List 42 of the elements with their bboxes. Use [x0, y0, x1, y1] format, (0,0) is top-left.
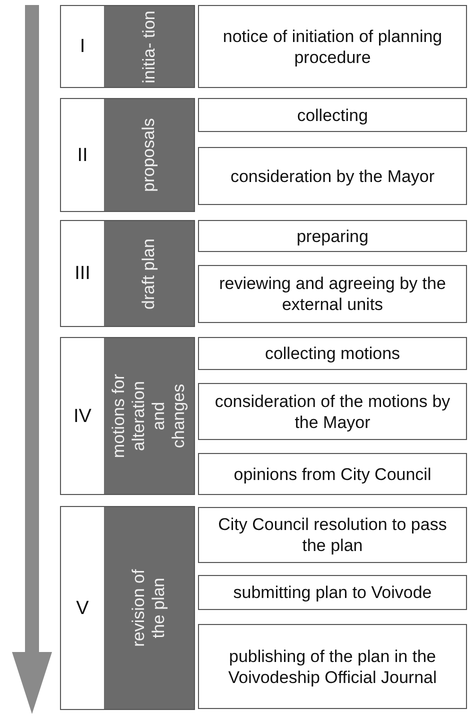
step-text: publishing of the plan in the Voivodeship Official Journal	[227, 646, 438, 688]
stage-box	[60, 220, 195, 327]
stage-name: draft plan	[139, 237, 159, 311]
stage-number: I	[78, 36, 86, 57]
stage-name: initia- tion	[139, 10, 159, 83]
stage-box	[60, 337, 195, 495]
step-text: consideration of the motions by the Mayor	[214, 390, 452, 432]
stage-number: V	[75, 598, 90, 618]
step-box	[198, 147, 467, 205]
stage-name-band	[104, 6, 194, 87]
stage-name-band	[104, 338, 194, 494]
step-box	[198, 507, 467, 563]
stage-name-band	[104, 99, 194, 211]
stage-name-band	[104, 221, 194, 326]
step-box	[198, 98, 467, 132]
stage-name: revision of the plan	[129, 568, 169, 649]
step-text: collecting motions	[264, 343, 402, 364]
stage-name: proposals	[139, 117, 159, 194]
step-box	[198, 5, 467, 88]
stage-box	[60, 506, 195, 710]
stage-number: II	[76, 144, 89, 166]
step-box	[198, 265, 467, 323]
step-text: collecting	[296, 104, 369, 126]
step-text: preparing	[296, 226, 370, 246]
step-box	[198, 575, 467, 610]
step-text: reviewing and agreeing by the external units	[218, 273, 447, 315]
step-box	[198, 220, 467, 252]
step-text: consideration by the Mayor	[229, 166, 436, 186]
stage-name: motions for alteration and changes	[109, 372, 189, 460]
step-text: submitting plan to Voivode	[232, 582, 433, 603]
stage-box	[60, 5, 195, 88]
step-text: City Council resolution to pass the plan	[217, 514, 448, 556]
step-text: opinions from City Council	[232, 464, 432, 484]
step-box	[198, 624, 467, 709]
step-box	[198, 383, 467, 440]
step-box	[198, 337, 467, 370]
stage-name-band	[104, 507, 194, 709]
stage-box	[60, 98, 195, 212]
step-box	[198, 453, 467, 495]
step-text: notice of initiation of planning procedure	[222, 26, 444, 68]
stage-number: IV	[72, 406, 92, 426]
stage-number: III	[74, 263, 92, 284]
